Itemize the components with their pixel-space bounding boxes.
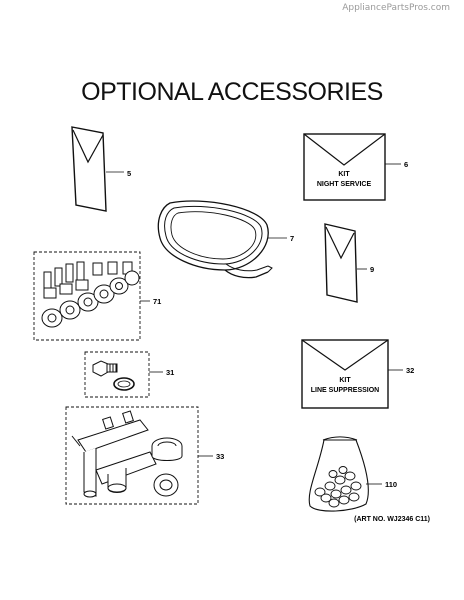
callout-33: 33	[216, 452, 224, 461]
watermark: AppliancePartsPros.com	[342, 3, 450, 13]
callout-31: 31	[166, 368, 174, 377]
part-6-kit-night-service[interactable]	[303, 133, 401, 201]
kit-night-service-label-2: NIGHT SERVICE	[317, 181, 372, 188]
callout-6: 6	[404, 160, 408, 169]
page-title: OPTIONAL ACCESSORIES	[81, 78, 383, 106]
callout-71: 71	[153, 297, 161, 306]
part-71-connector-set[interactable]	[33, 251, 150, 341]
callout-9: 9	[370, 265, 374, 274]
callout-5: 5	[127, 169, 131, 178]
callout-110: 110	[385, 480, 397, 489]
kit-night-service-label-1: KIT	[338, 171, 350, 178]
kit-line-suppression-label-1: KIT	[339, 377, 351, 384]
kit-line-suppression-label-2: LINE SUPPRESSION	[311, 387, 379, 394]
callout-32: 32	[406, 366, 414, 375]
part-32-kit-line-suppression[interactable]	[301, 339, 403, 409]
part-110-bag-of-clips[interactable]	[308, 436, 382, 512]
callout-7: 7	[290, 234, 294, 243]
part-7-tubing-coil[interactable]	[157, 200, 287, 279]
part-5-document[interactable]	[71, 126, 124, 212]
part-9-document[interactable]	[324, 223, 367, 303]
part-31-fitting[interactable]	[84, 351, 163, 398]
part-33-valve-assembly[interactable]	[65, 406, 213, 505]
art-number: (ART NO. WJ2346 C11)	[354, 516, 430, 523]
